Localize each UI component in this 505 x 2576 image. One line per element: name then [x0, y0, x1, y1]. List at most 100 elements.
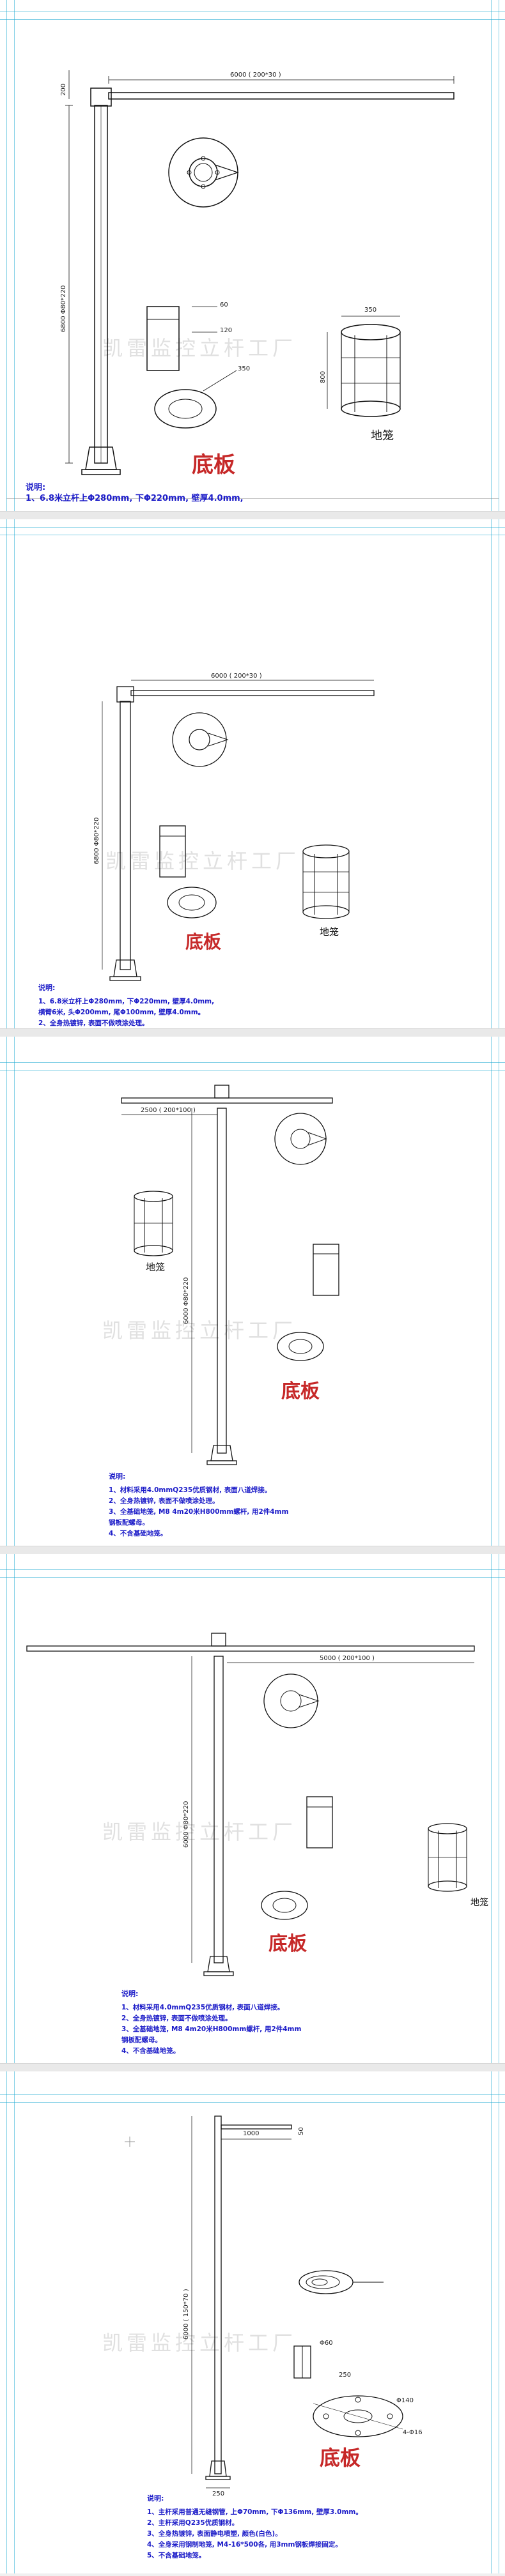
- base: [207, 1956, 230, 1972]
- notes-title: 说明:: [38, 984, 56, 992]
- pole-cap: [214, 1085, 229, 1099]
- top-dimension: 6000 ( 200*30 ): [230, 72, 281, 79]
- note-line: 4、不含基础地笼。: [109, 1530, 167, 1537]
- pole-cap: [116, 686, 134, 703]
- page-separator: [0, 1546, 505, 1555]
- arm-height-dimension: 50: [298, 2127, 305, 2135]
- guide-line: [0, 1577, 505, 1578]
- watermark: 凯雷监控立杆工厂: [102, 2331, 297, 2355]
- baseplate-label: 底板: [192, 452, 235, 478]
- ring-detail: [261, 1891, 308, 1920]
- guide-line: [491, 1037, 492, 1546]
- cage-dim-width: 350: [364, 307, 377, 314]
- bracket-detail: [146, 306, 180, 371]
- watermark: 凯雷监控立杆工厂: [102, 1318, 297, 1343]
- note-line: 横臂6米, 头Φ200mm, 尾Φ100mm, 壁厚4.0mm。: [38, 1009, 205, 1016]
- flange-detail: [263, 1673, 318, 1728]
- panel-1-notes: 1、6.8米立杆上Φ280mm, 下Φ220mm, 壁厚4.0mm,: [26, 480, 486, 506]
- watermark: 凯雷监控立杆工厂: [105, 849, 300, 873]
- note-line: 钢板配螺母。: [121, 2036, 162, 2044]
- note-line: 3、全身热镀锌, 表面静电喷塑, 颜色(白色)。: [147, 2530, 282, 2538]
- note-line: 2、全身热镀锌, 表面不做喷涂处理。: [121, 2015, 232, 2022]
- baseplate-label: 底板: [320, 2446, 361, 2470]
- cap-dimension: 200: [60, 83, 67, 96]
- page-separator: [0, 2063, 505, 2072]
- bracket-dim-b: 120: [220, 327, 233, 334]
- guide-line: [491, 519, 492, 1028]
- cage-detail: [134, 1191, 173, 1202]
- pole-drawing: [102, 680, 375, 981]
- base: [113, 959, 137, 977]
- plate-dim-c: Φ140: [396, 2397, 414, 2404]
- note-line: 1、6.8米立杆上Φ280mm, 下Φ220mm, 壁厚4.0mm,: [38, 998, 215, 1005]
- note-line: 5、不含基础地笼。: [147, 2552, 206, 2559]
- bracket-detail: [159, 825, 186, 878]
- pole-cap: [211, 1633, 226, 1647]
- base-dimension: 250: [212, 2490, 225, 2497]
- panel-4: 5000 ( 200*100 ) 6000 Φ80*220 地笼 底板 凯雷监控…: [0, 1554, 505, 2063]
- guide-line: [14, 519, 15, 1028]
- panel-1: 6000 ( 200*30 ) 6800 Φ80*220 200 60 120 …: [0, 0, 505, 511]
- plate-dim-d: 4-Φ16: [403, 2429, 423, 2436]
- notes-block: 说明: 1、材料采用4.0mmQ235优质钢材, 表面八道焊接。 2、全身热镀锌…: [109, 1471, 288, 1539]
- notes-block: 说明: 1、材料采用4.0mmQ235优质钢材, 表面八道焊接。 2、全身热镀锌…: [121, 1988, 301, 2057]
- note-line: 2、主杆采用Q235优质钢材。: [147, 2519, 239, 2527]
- page-separator: [0, 511, 505, 520]
- ring-detail: [277, 1332, 324, 1361]
- panel-2: 6000 ( 200*30 ) 6800 Φ80*220 底板 地笼 凯雷监控立…: [0, 519, 505, 1028]
- notes-title: 说明:: [147, 2494, 164, 2503]
- notes-title: 说明:: [26, 483, 46, 492]
- panel-3: 2500 ( 200*100 ) 6000 Φ80*220 地笼 底板 凯雷监控…: [0, 1037, 505, 1546]
- cage-label: 地笼: [320, 926, 339, 938]
- plate-dim-a: Φ60: [320, 2340, 333, 2347]
- note-line: 1、材料采用4.0mmQ235优质钢材, 表面八道焊接。: [121, 2004, 284, 2011]
- flange-detail: [172, 712, 227, 767]
- bracket-dim-a: 60: [220, 301, 228, 309]
- guide-line: [0, 1070, 505, 1071]
- arm: [26, 1645, 475, 1652]
- guide-line: [6, 0, 7, 511]
- note-line: 4、不含基础地笼。: [121, 2047, 180, 2055]
- guide-line: [6, 519, 7, 1028]
- notes-title: 说明:: [121, 1990, 139, 1998]
- guide-line: [14, 1037, 15, 1546]
- cage-label: 地笼: [371, 429, 394, 443]
- watermark: 凯雷监控立杆工厂: [102, 336, 297, 360]
- guide-line: [491, 2071, 492, 2573]
- note-line: 2、全身热镀锌, 表面不做喷涂处理。: [38, 1019, 149, 1027]
- notes-block: 说明: 1、6.8米立杆上Φ280mm, 下Φ220mm, 壁厚4.0mm, 横…: [38, 982, 214, 1029]
- notes-block: 说明:: [26, 480, 45, 496]
- guide-line: [491, 0, 492, 511]
- cage-detail: [302, 844, 350, 858]
- baseplate-label: 底板: [185, 931, 222, 952]
- guide-line: [0, 1569, 505, 1570]
- arm: [121, 1097, 333, 1104]
- baseplate-label: 底板: [281, 1380, 320, 1403]
- note-line: 钢板配螺母。: [109, 1519, 149, 1527]
- guide-line: [6, 2071, 7, 2573]
- arm: [108, 92, 454, 100]
- cage-detail: [341, 324, 401, 340]
- pole-shaft: [120, 701, 131, 970]
- ring-detail: [154, 389, 217, 429]
- pole-drawing: [6, 70, 499, 499]
- guide-line: [0, 2094, 505, 2095]
- guide-line: [0, 19, 505, 20]
- cage-label: 地笼: [470, 1898, 488, 1908]
- guide-line: [6, 1037, 7, 1546]
- guide-line: [0, 527, 505, 528]
- guide-line: [0, 11, 505, 12]
- note-line: 1、主杆采用普通无缝钢管, 上Φ70mm, 下Φ136mm, 壁厚3.0mm。: [147, 2508, 362, 2516]
- pole-cap: [90, 88, 112, 107]
- watermark: 凯雷监控立杆工厂: [102, 1820, 297, 1844]
- top-dimension: 2500 ( 200*100 ): [141, 1107, 196, 1114]
- arm: [130, 690, 375, 696]
- pole-shaft: [214, 1656, 224, 1963]
- bracket-detail: [306, 1796, 333, 1848]
- arm-dimension: 1000: [243, 2130, 260, 2137]
- guide-line: [14, 2071, 15, 2573]
- pole-shaft: [214, 2115, 222, 2474]
- cage-detail: [428, 1823, 467, 1834]
- guide-line: [0, 2102, 505, 2103]
- note-line: 3、全基础地笼, M8 4m20米H800mm螺杆, 用2件4mm: [121, 2025, 302, 2033]
